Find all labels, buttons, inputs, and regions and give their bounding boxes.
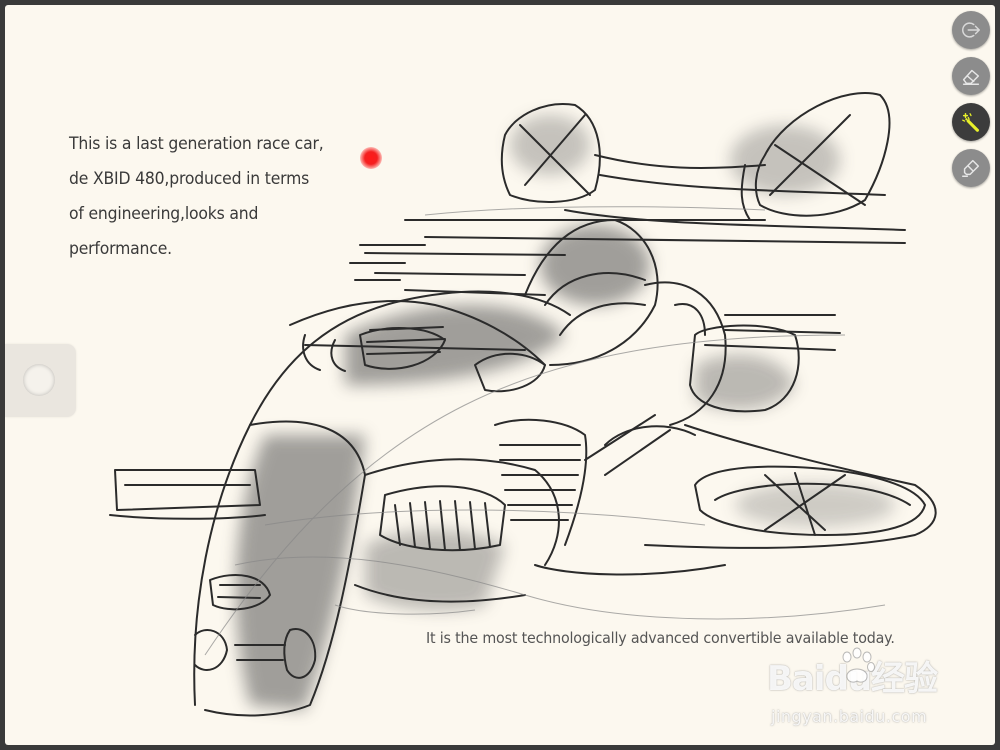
- side-panel-handle[interactable]: [5, 344, 76, 417]
- highlighter-icon: [962, 159, 980, 177]
- magic-wand-button[interactable]: [952, 103, 990, 141]
- watermark-url: jingyan.baidu.com: [771, 707, 928, 726]
- eraser-button[interactable]: [952, 57, 990, 95]
- exit-icon: [962, 22, 980, 38]
- baidu-watermark: Baidu经验 jingyan.baidu.com: [765, 641, 965, 741]
- eraser-icon: [962, 69, 980, 85]
- sketch-construction-lines: [204, 206, 886, 656]
- drawing-canvas[interactable]: This is a last generation race car, de X…: [5, 5, 995, 745]
- caption-sub-text: It is the most technologically advanced …: [426, 629, 895, 647]
- tool-palette: [952, 11, 992, 195]
- highlighter-button[interactable]: [952, 149, 990, 187]
- sketch-shading: [235, 115, 895, 710]
- vehicle-sketch: [109, 92, 937, 717]
- exit-button[interactable]: [952, 11, 990, 49]
- caption-main-text: This is a last generation race car, de X…: [69, 134, 324, 259]
- magic-wand-icon: [962, 113, 979, 132]
- sketch-lines: [109, 92, 937, 717]
- red-marker-dot: [360, 147, 382, 169]
- circle-knob-icon: [23, 364, 55, 396]
- baidu-paw-icon: [842, 647, 875, 683]
